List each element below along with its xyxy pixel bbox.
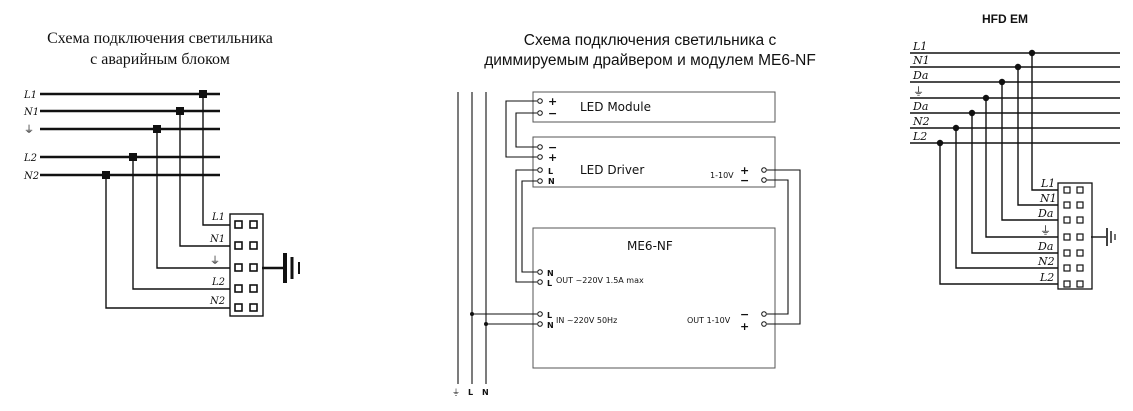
led-driver-n-label: N — [548, 177, 555, 186]
diagram3-wire-ground — [985, 98, 1060, 238]
led-module-label: LED Module — [580, 100, 651, 114]
wire-driver-n-to-me6-out-n — [521, 180, 537, 273]
diagram1-bus-label-ground: ⏚ — [24, 124, 34, 136]
diagram3-hfd-em-wiring: L1 N1 Da ⏚ Da N2 L2 — [910, 40, 1120, 290]
diagram3-wire-l1 — [1031, 53, 1060, 191]
wire-dim-plus — [767, 169, 801, 325]
diagram1-terminal-label-l2: L2 — [211, 277, 225, 288]
diagram3-bus-label-n2: N2 — [912, 115, 930, 128]
led-driver-dim-plus-sign: + — [740, 164, 749, 177]
diagram3-bus-label-da1: Da — [912, 69, 928, 82]
diagram1-emergency-wiring: L1 N1 ⏚ L2 N2 L1 N1 ⏚ L2 N2 — [23, 90, 300, 317]
diagram3-terminal-label-l2: L2 — [1039, 271, 1054, 284]
wire-module-minus-to-driver-minus — [515, 112, 537, 148]
diagram1-terminals — [234, 220, 258, 312]
diagram3-terminals — [1063, 186, 1084, 288]
led-driver-l-label: L — [548, 167, 553, 176]
led-module-plus-sign: + — [548, 95, 557, 108]
diagram1-wire-ground — [156, 129, 232, 269]
diagram3-terminal-block — [1057, 182, 1093, 290]
me6-nf-label: ME6-NF — [627, 239, 673, 253]
led-driver-label: LED Driver — [580, 163, 644, 177]
diagram1-terminal-label-l1: L1 — [211, 212, 225, 223]
diagram3-terminal-label-n1: N1 — [1039, 192, 1057, 205]
me6-in-n-label: N — [547, 321, 554, 330]
led-driver-minus-sign: − — [548, 141, 557, 154]
diagram3-bus-label-ground: ⏚ — [913, 85, 924, 98]
diagram1-title-line1: Схема подключения светильника — [47, 30, 273, 47]
diagram1-wire-l1 — [202, 94, 232, 226]
me6-out-dim-label: OUT 1-10V — [687, 316, 731, 325]
led-module-minus-terminal — [537, 110, 543, 116]
diagram1-title-line2: с аварийным блоком — [90, 51, 230, 68]
diagram1-wire-l2 — [132, 157, 232, 290]
led-module-box — [532, 91, 776, 123]
led-driver-dim-label: 1-10V — [710, 171, 734, 180]
led-driver-dim-minus-sign: − — [740, 174, 749, 187]
diagram3-bus-label-n1: N1 — [912, 54, 930, 67]
me6-dim-minus-sign: − — [740, 308, 749, 321]
diagram3-bus-label-l2: L2 — [912, 130, 927, 143]
diagram3-wire-da1 — [1001, 82, 1060, 221]
diagram2-title-line2: диммируемым драйвером и модулем ME6-NF — [484, 52, 816, 69]
diagram1-bus-label-n2: N2 — [23, 171, 39, 182]
diagram3-terminal-label-l1: L1 — [1040, 177, 1055, 190]
diagram3-ground-symbol — [1091, 228, 1116, 246]
diagram1-title: Схема подключения светильника с аварийны… — [10, 28, 310, 70]
diagram2-bottom-l-label: L — [468, 388, 473, 397]
diagram1-bus-label-l1: L1 — [23, 90, 37, 101]
me6-out-l-label: L — [547, 279, 552, 288]
diagram2-title: Схема подключения светильника с диммируе… — [440, 31, 860, 71]
diagram1-terminal-label-ground: ⏚ — [210, 255, 220, 267]
diagram3-wire-l2 — [939, 143, 1060, 285]
led-driver-plus-sign: + — [548, 151, 557, 164]
diagram1-wire-n1 — [179, 111, 232, 247]
wire-dim-minus — [767, 179, 789, 315]
diagram2-bottom-n-label: N — [482, 388, 489, 397]
led-driver-box — [532, 136, 776, 188]
diagram3-wire-n1 — [1017, 67, 1060, 206]
me6-in-label: IN ~220V 50Hz — [556, 316, 617, 325]
me6-out-n-label: N — [547, 269, 554, 278]
diagram2-dimmable-wiring: ⏚ L N LED Module + − LED Driver − + L N … — [452, 91, 801, 397]
wire-module-plus-to-driver-plus — [505, 100, 537, 158]
led-module-minus-sign: − — [548, 107, 557, 120]
diagram2-ground-label: ⏚ — [452, 388, 460, 397]
diagram1-wire-n2 — [105, 175, 232, 309]
diagram3-bus-label-da2: Da — [912, 100, 928, 113]
me6-out-label: OUT ~220V 1.5A max — [556, 276, 644, 285]
diagram1-terminal-label-n2: N2 — [209, 296, 225, 307]
diagram3-wire-n2 — [955, 128, 1060, 269]
led-module-plus-terminal — [537, 98, 543, 104]
diagram1-bus-label-n1: N1 — [23, 107, 39, 118]
diagram2-title-line1: Схема подключения светильника с — [523, 32, 777, 49]
me6-in-l-label: L — [547, 311, 552, 320]
diagram3-terminal-label-ground: ⏚ — [1040, 224, 1051, 237]
me6-dim-plus-sign: + — [740, 320, 749, 333]
diagram1-terminal-label-n1: N1 — [209, 234, 225, 245]
diagram3-terminal-label-n2: N2 — [1037, 255, 1055, 268]
me6-nf-box — [532, 227, 776, 369]
diagram3-terminal-label-da2: Da — [1037, 240, 1053, 253]
diagram3-wire-da2 — [971, 113, 1060, 254]
diagram3-bus-label-l1: L1 — [912, 40, 927, 53]
diagram1-bus-label-l2: L2 — [23, 153, 37, 164]
wire-driver-l-to-me6-out-l — [515, 169, 537, 283]
diagram3-terminal-label-da1: Da — [1037, 207, 1053, 220]
diagram1-ground-symbol — [262, 253, 300, 283]
diagram3-title: HFD EM — [982, 12, 1028, 26]
